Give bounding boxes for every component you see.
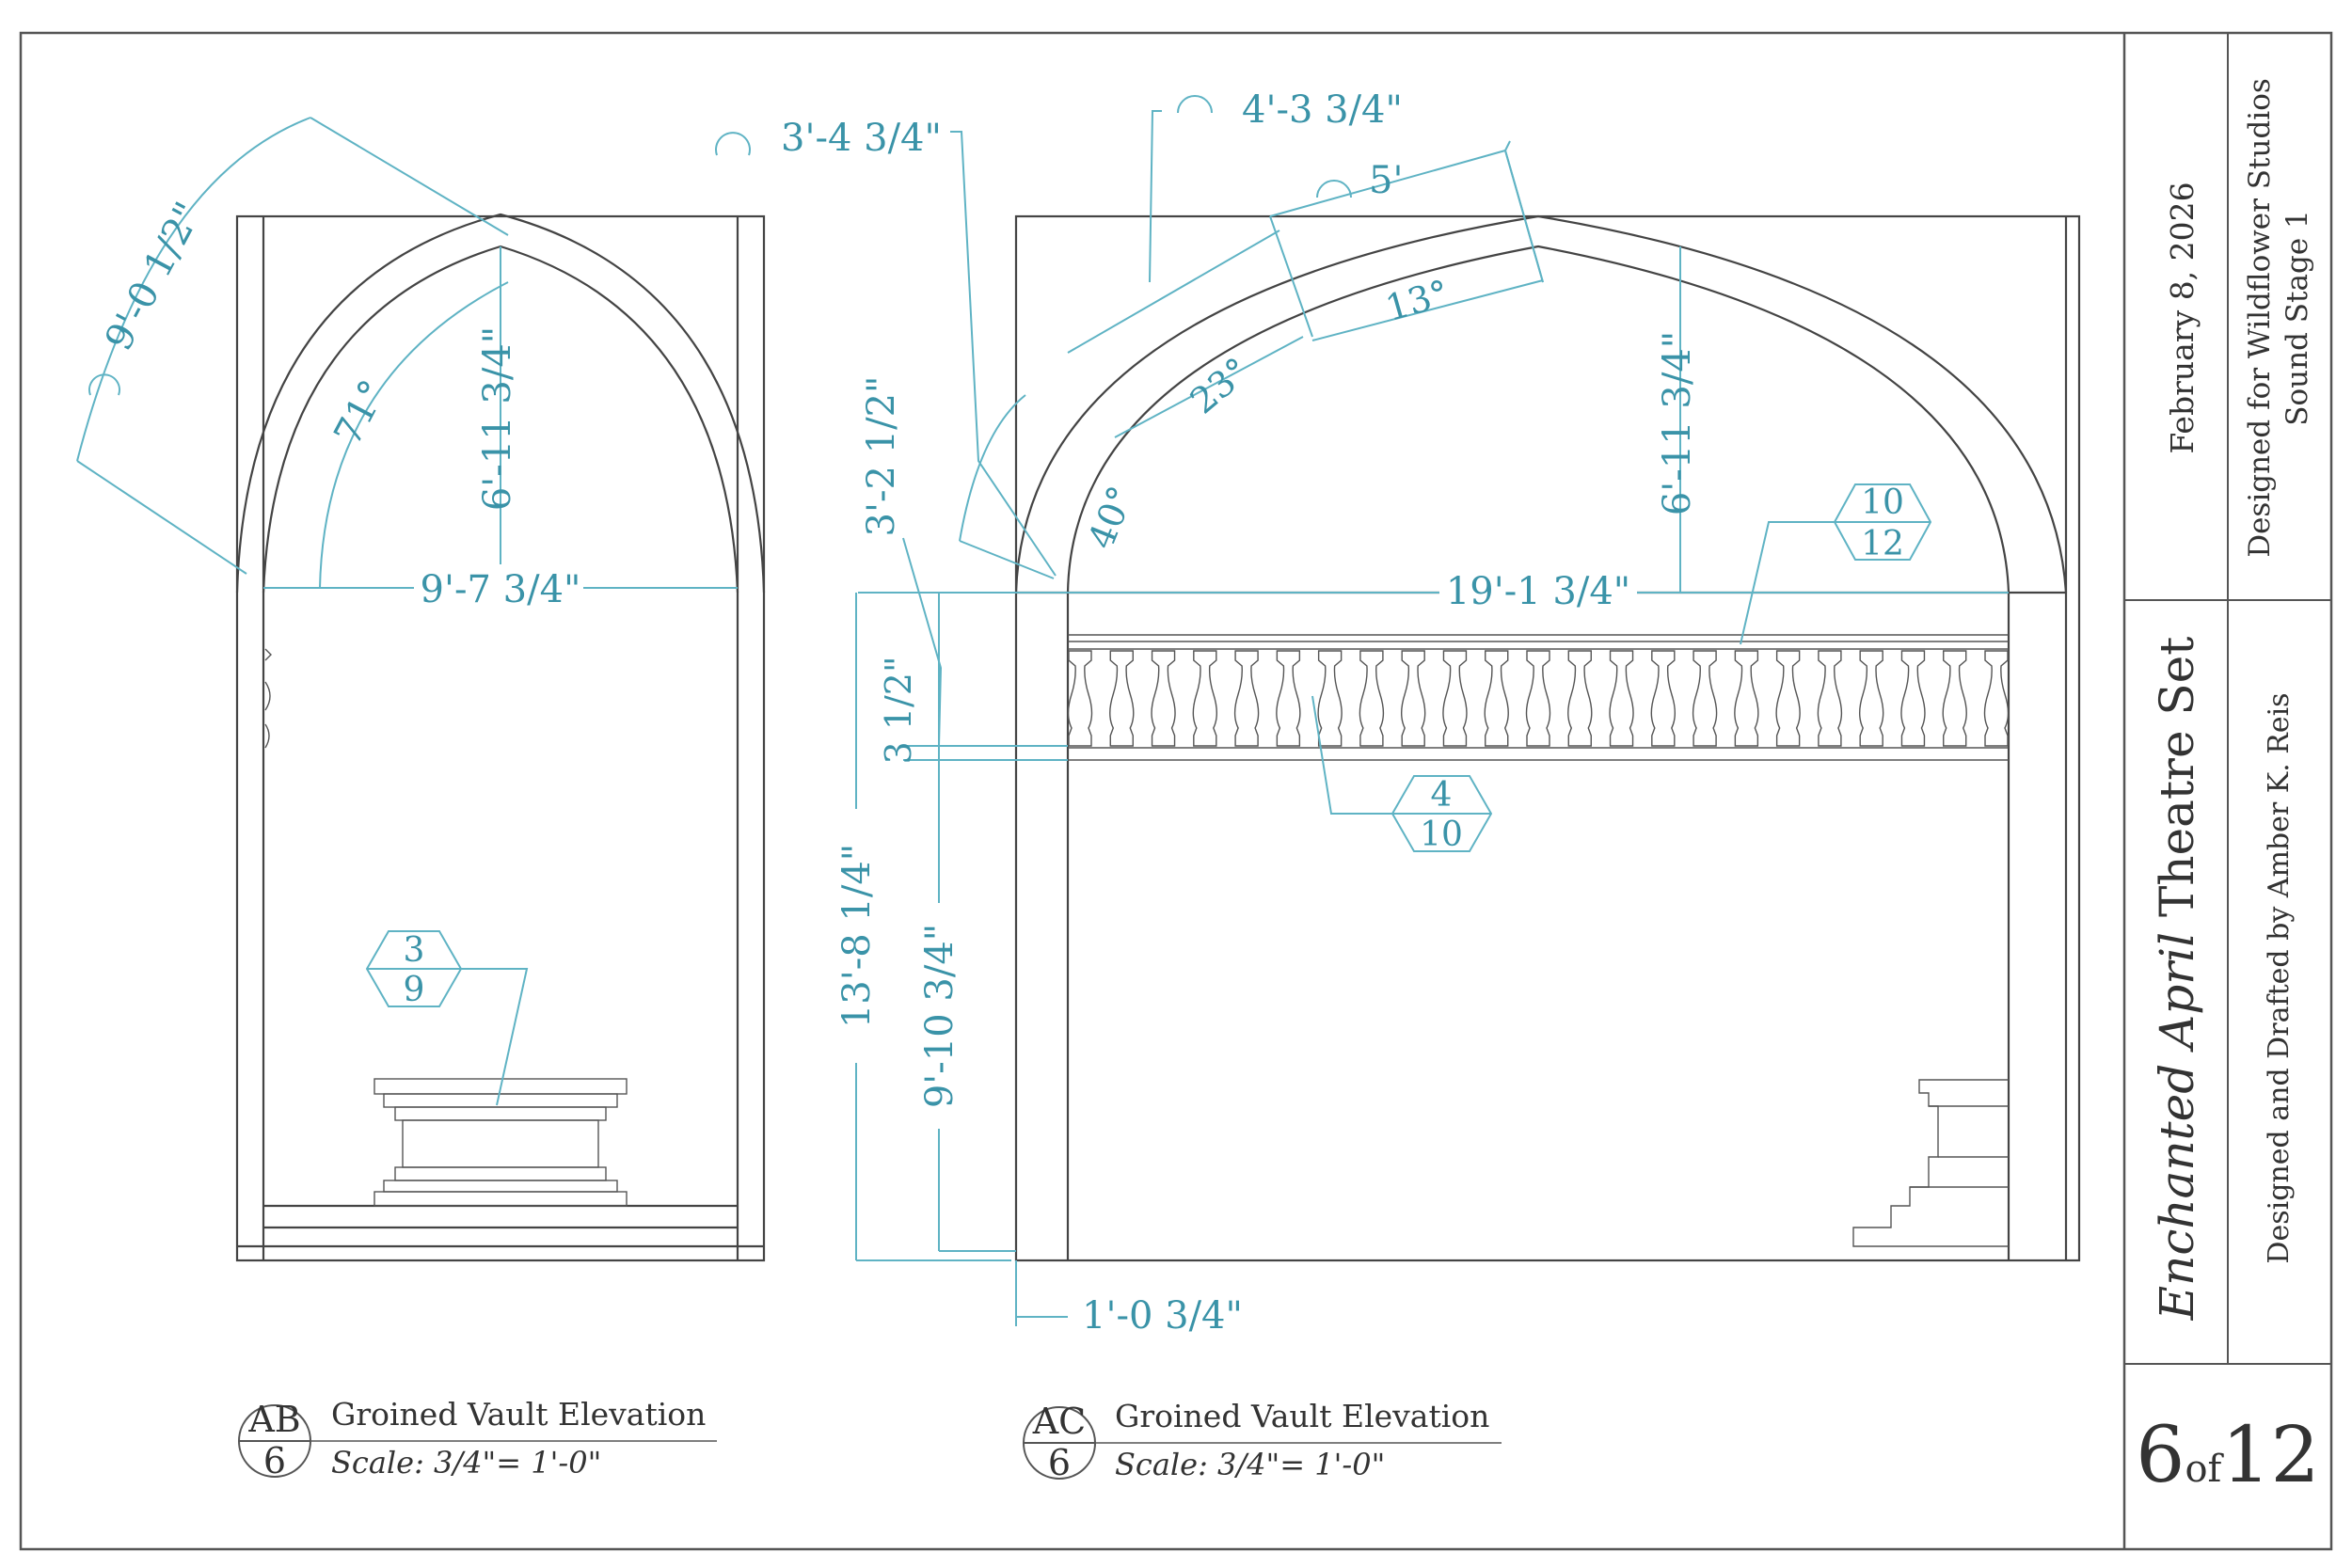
view-label-ab: AB 6 Groined Vault Elevation Scale: 3/4"… — [238, 1396, 717, 1481]
elevation-ab: 9'-0 1/2" 71° 6'-11 3/4" 9'-7 3/4" 3 9 A… — [76, 117, 766, 1481]
svg-text:AB: AB — [247, 1399, 300, 1440]
dimension-lines-ab — [76, 117, 738, 1106]
callout-bottom: 9 — [404, 971, 425, 1009]
baluster — [1233, 650, 1260, 747]
callout-b-top: 4 — [1431, 776, 1453, 815]
svg-text:Groined Vault Elevation: Groined Vault Elevation — [331, 1396, 706, 1433]
baluster — [1609, 650, 1634, 747]
callout-a-bottom: 12 — [1861, 525, 1904, 563]
callout-top: 3 — [404, 931, 425, 970]
designer-credit: Designed and Drafted by Amber K. Reis — [2263, 692, 2296, 1263]
baluster — [1192, 650, 1218, 747]
baluster — [1942, 650, 1967, 747]
dim-rise: 6'-11 3/4" — [476, 326, 519, 511]
baluster — [1359, 650, 1385, 747]
callout-a-top: 10 — [1861, 483, 1904, 522]
elevation-ac: 19'-1 3/4" 6'-11 3/4" 3'-4 3/4" 4'-3 3/4… — [715, 88, 2081, 1483]
dim-lower-height: 9'-10 3/4" — [918, 924, 961, 1108]
view-label-ac: AC 6 Groined Vault Elevation Scale: 3/4"… — [1023, 1398, 1502, 1483]
dim-angle: 71° — [326, 373, 396, 452]
baluster — [1858, 650, 1884, 747]
pedestal-right — [1852, 1079, 2009, 1247]
baluster — [1817, 650, 1843, 747]
svg-text:Groined Vault Elevation: Groined Vault Elevation — [1115, 1398, 1489, 1434]
baluster — [1650, 650, 1677, 747]
dim-offset: 1'-0 3/4" — [1082, 1294, 1243, 1338]
dim-rise: 6'-11 3/4" — [1656, 331, 1699, 515]
baluster — [1900, 650, 1926, 747]
pedestal — [373, 1078, 628, 1207]
callout-b-bottom: 10 — [1420, 816, 1463, 854]
svg-text:Scale: 3/4"= 1'-0": Scale: 3/4"= 1'-0" — [331, 1445, 601, 1481]
dim-total-height: 13'-8 1/4" — [835, 844, 879, 1028]
dim-arc-3: 5' — [1369, 159, 1403, 202]
baluster — [1276, 650, 1301, 747]
baluster — [1983, 650, 2010, 747]
dim-arc-1: 3'-4 3/4" — [781, 117, 942, 160]
sheet-border — [19, 31, 2333, 1551]
baluster — [1109, 650, 1135, 747]
baluster — [1151, 650, 1176, 747]
dim-rail-height: 3 1/2" — [878, 657, 919, 765]
project-title: Enchanted April Theatre Set — [2150, 637, 2204, 1322]
baluster — [1317, 650, 1343, 747]
baluster — [1484, 650, 1509, 747]
balustrade — [1067, 634, 2010, 761]
baluster — [1567, 650, 1593, 747]
baluster — [1734, 650, 1759, 747]
baluster — [1400, 650, 1426, 747]
sheet-date: February 8, 2026 — [2164, 182, 2201, 453]
dim-arc-length: 9'-0 1/2" — [97, 196, 211, 357]
dim-arc-2: 4'-3 3/4" — [1242, 88, 1403, 132]
baluster — [1525, 650, 1551, 747]
dim-span: 19'-1 3/4" — [1446, 570, 1630, 613]
sheet-number: 6of12 — [2136, 1411, 2319, 1500]
svg-text:6: 6 — [263, 1440, 286, 1481]
studio-name: Designed for Wildflower Studios — [2243, 78, 2277, 558]
dim-span: 9'-7 3/4" — [421, 568, 581, 611]
svg-text:6: 6 — [1048, 1442, 1071, 1483]
dim-angle-2: 23° — [1183, 350, 1258, 422]
baluster — [1775, 650, 1801, 747]
stage-name: Sound Stage 1 — [2280, 210, 2314, 425]
baluster — [1442, 650, 1468, 747]
svg-text:Scale: 3/4"= 1'-0": Scale: 3/4"= 1'-0" — [1115, 1447, 1385, 1482]
dim-chord: 3'-2 1/2" — [860, 376, 903, 537]
baluster — [1067, 650, 1093, 747]
baluster — [1692, 650, 1718, 747]
svg-text:AC: AC — [1032, 1401, 1087, 1442]
